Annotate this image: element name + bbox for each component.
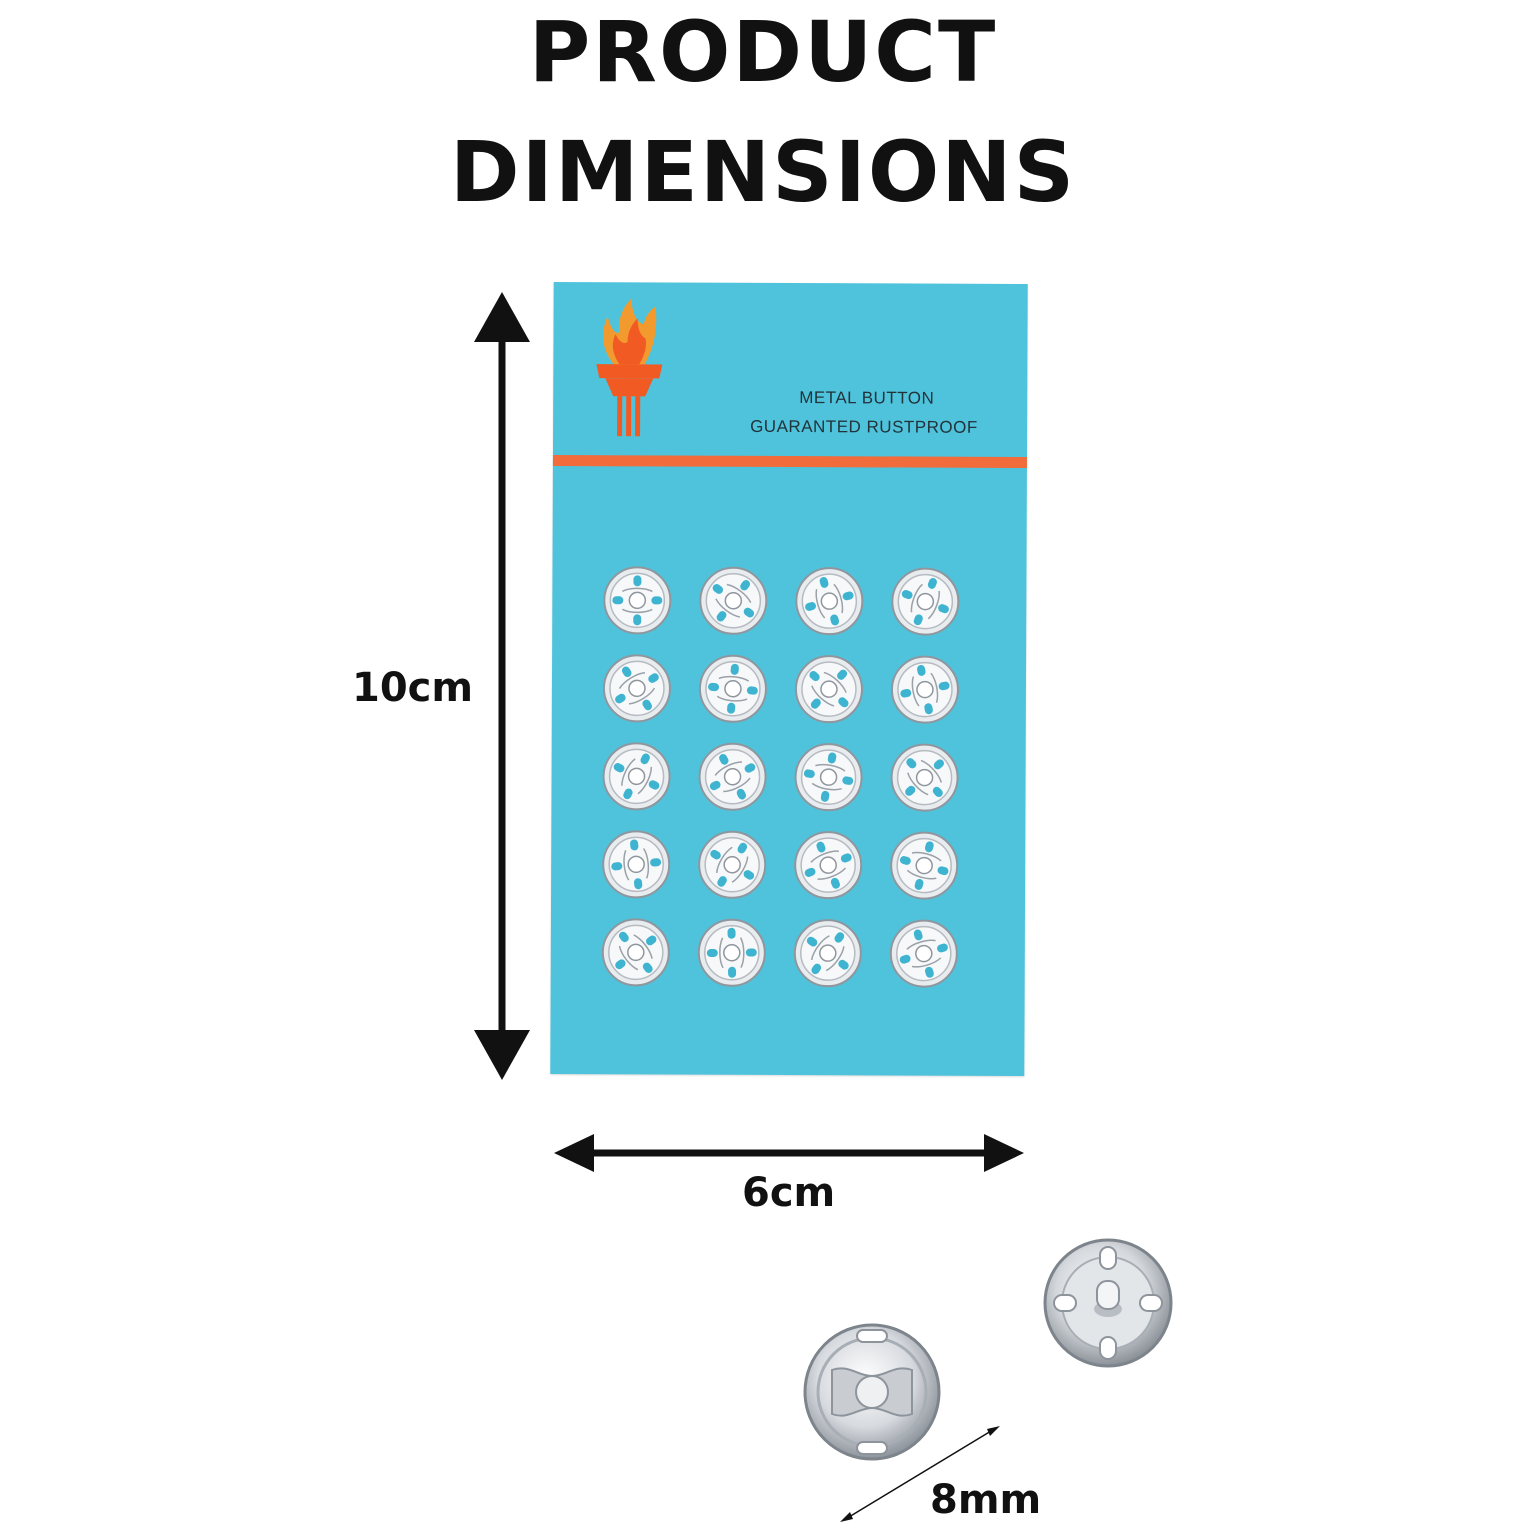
snap-button: [890, 566, 960, 636]
snap-button: [601, 829, 671, 899]
snap-button: [890, 654, 960, 724]
snap-button: [602, 565, 672, 635]
snap-button: [697, 742, 767, 812]
snap-button: [697, 830, 767, 900]
snap-button: [889, 918, 959, 988]
snap-button: [601, 917, 671, 987]
snap-button: [698, 566, 768, 636]
snap-button-stud: [1042, 1237, 1174, 1369]
width-label: 6cm: [742, 1170, 836, 1216]
diameter-label: 8mm: [930, 1477, 1042, 1523]
snap-button: [793, 918, 863, 988]
card-text-line1: METAL BUTTON: [799, 388, 935, 408]
snap-button: [602, 653, 672, 723]
card-stripe: [552, 454, 1027, 469]
snap-button: [698, 654, 768, 724]
snap-grid: [601, 565, 961, 989]
height-label: 10cm: [352, 665, 474, 711]
snap-button: [697, 918, 767, 988]
button-card: METAL BUTTON GUARANTED RUSTPROOF: [550, 281, 1028, 1077]
snap-button: [601, 741, 671, 811]
snap-button: [793, 830, 863, 900]
width-arrow: [554, 1134, 1024, 1172]
card-text-line2: GUARANTED RUSTPROOF: [750, 416, 978, 437]
diameter-arrow: [840, 1426, 1000, 1522]
snap-button: [794, 566, 864, 636]
snap-button-socket: [802, 1322, 942, 1462]
snap-button: [794, 654, 864, 724]
page-title-line2: DIMENSIONS: [449, 123, 1077, 221]
height-arrow: [474, 292, 530, 1080]
snap-button: [793, 742, 863, 812]
snap-button: [889, 742, 959, 812]
snap-button: [889, 830, 959, 900]
torch-icon: [593, 296, 666, 437]
page-title-line1: PRODUCT: [528, 3, 998, 101]
